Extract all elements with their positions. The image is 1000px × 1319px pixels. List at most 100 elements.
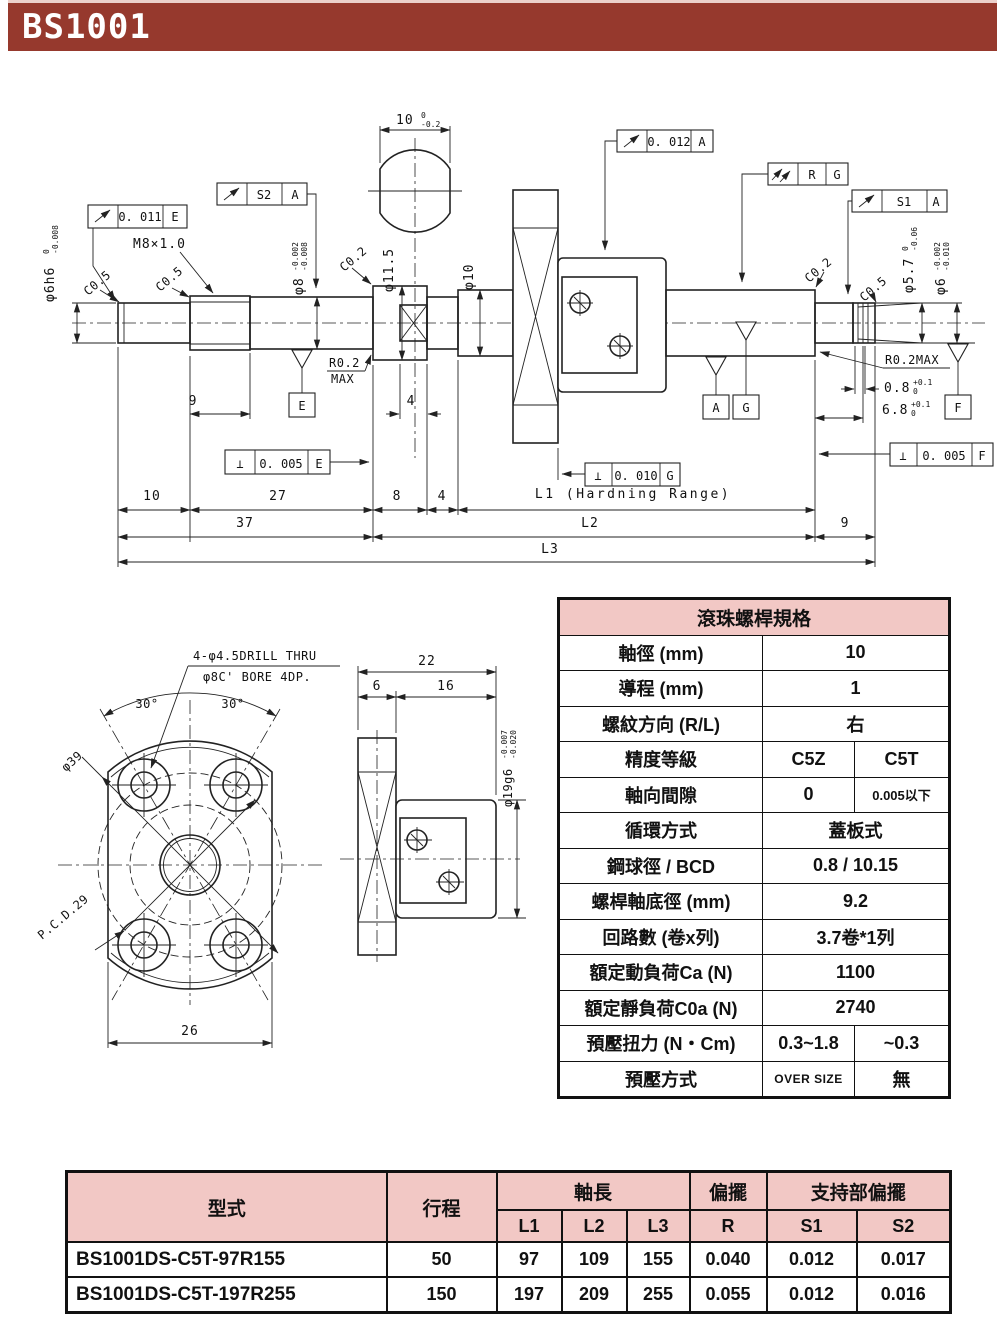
svg-text:-0.06: -0.06 [910,227,919,251]
dim-label: 10 [396,113,414,128]
perpendicularity-frame: ⊥ 0. 005 E [224,449,370,475]
svg-text:A: A [712,401,720,415]
page-header-bar: BS1001 [8,0,997,51]
spec-value: OVER SIZE [762,1060,855,1098]
svg-text:G: G [666,469,673,483]
col-header-l2: L2 [560,1209,628,1243]
spec-label: 導程 (mm) [558,670,763,707]
svg-text:F: F [978,449,985,463]
feature-control-frames: 0. 011 E S2 A 0. 012 A [87,129,994,487]
spec-label: 螺桿軸底徑 (mm) [558,883,763,920]
model-name: BS1001DS-C5T-97R155 [65,1241,388,1278]
cell-l1: 197 [495,1276,563,1314]
dim-label: L3 [541,542,559,557]
svg-text:C0.2: C0.2 [337,244,370,275]
spec-label: 額定靜負荷C0a (N) [558,989,763,1026]
shaft-dimensions: 10 0 -0.2 φ6h6 0 -0.008 M8×1.0 C0.5 C0.5 [42,111,975,567]
dim-label: 22 [418,654,436,669]
spec-label: 預壓扭力 (N・Cm) [558,1025,763,1062]
spec-value: 蓋板式 [761,812,951,849]
dim-label: R0.2 [329,356,360,370]
cell-stroke: 50 [385,1241,498,1278]
svg-text:R: R [808,168,816,182]
dim-tolerance: -0.2 [421,120,440,129]
dim-label: 16 [437,679,455,694]
dim-phi8: φ8 -0.002 -0.008 [291,242,309,295]
spec-label: 鋼球徑 / BCD [558,847,763,884]
dim-label: 9 [841,516,850,531]
spec-label: 軸徑 (mm) [558,634,763,671]
dim-phi19g6: φ19g6 -0.007 -0.020 [500,730,518,807]
spec-label: 精度等級 [558,741,763,778]
cell-s1: 0.012 [765,1241,858,1278]
spec-label: 回路數 (卷x列) [558,918,763,955]
total-runout-icon [771,168,791,183]
svg-text:0. 011: 0. 011 [118,210,161,224]
spec-value: 10 [761,634,951,671]
dim-label: L2 [581,516,599,531]
flange-note: φ8C' BORE 4DP. [203,670,311,684]
svg-text:E: E [315,457,322,471]
dim-tolerance: 0 [421,111,426,120]
svg-text:S1: S1 [897,195,911,209]
dim-label: 10 [143,489,161,504]
spec-label: 預壓方式 [558,1060,763,1098]
shaft-main-view [72,138,985,458]
dim-tolerance: +0.1 [913,378,932,387]
cell-l3: 255 [625,1276,691,1314]
dim-chamfer: C0.5 [153,264,186,295]
dim-label: 9 [189,394,198,409]
dim-phi6h6: φ6h6 0 -0.008 [42,225,60,302]
svg-text:φ6: φ6 [934,277,949,295]
dim-label: L1 (Hardning Range) [535,487,731,502]
svg-text:P.C.D.29: P.C.D.29 [35,892,91,942]
spec-value: 0.005以下 [853,776,951,813]
runout-frame: S1 A [844,189,948,295]
dim-phi10: φ10 [462,264,477,290]
svg-text:-0.002: -0.002 [291,242,300,271]
nut-screw [607,333,633,359]
dim-phi39: φ39 [59,748,86,774]
spec-table: 滾珠螺桿規格 軸徑 (mm) 10 導程 (mm) 1 螺紋方向 (R/L) 右… [557,597,952,1099]
cell-l2: 109 [560,1241,628,1278]
runout-frame: 0. 012 A [601,129,714,251]
flange-front-view: 30° 30° 4-φ4.5DRILL THRU φ8C' BORE 4DP. … [35,649,340,1048]
dim-label: 4 [438,489,447,504]
svg-text:0. 012: 0. 012 [647,135,690,149]
spec-value: 右 [761,705,951,742]
runout-frame: S2 A [216,182,320,289]
col-header-l3: L3 [625,1209,691,1243]
svg-text:0: 0 [901,246,910,251]
col-header-r: R [688,1209,768,1243]
cell-s1: 0.012 [765,1276,858,1314]
spec-value: 0 [762,776,855,813]
dim-chamfer: C0.2 [802,255,835,286]
spec-value: 3.7卷*1列 [761,918,951,955]
svg-text:0. 005: 0. 005 [922,449,965,463]
dim-label: MAX [331,372,354,386]
svg-text:φ19g6: φ19g6 [501,768,515,807]
svg-text:-0.010: -0.010 [942,242,951,271]
stroke-col-header: 行程 [385,1170,498,1243]
runout-icon [223,187,240,201]
col-header-l1: L1 [495,1209,563,1243]
support-runout-header: 支持部偏擺 [765,1170,952,1211]
datum-e: E [288,349,316,418]
svg-text:φ6h6: φ6h6 [43,267,58,302]
dim-label: 30° [135,697,158,711]
col-header-s1: S1 [765,1209,858,1243]
svg-text:A: A [291,188,299,202]
spec-value: C5Z [762,741,855,778]
dim-label: 37 [236,516,254,531]
svg-text:S2: S2 [257,188,271,202]
table-row: BS1001DS-C5T-197R255 150 197 209 255 0.0… [65,1276,952,1314]
total-runout-frame: R G [738,162,849,283]
perpendicularity-icon: ⊥ [899,449,906,463]
datum-g: G [732,321,760,420]
perpendicularity-icon: ⊥ [236,457,243,471]
nut-screw [404,827,432,853]
model-col-header: 型式 [65,1170,388,1243]
spec-label: 螺紋方向 (R/L) [558,705,763,742]
cell-stroke: 150 [385,1276,498,1314]
